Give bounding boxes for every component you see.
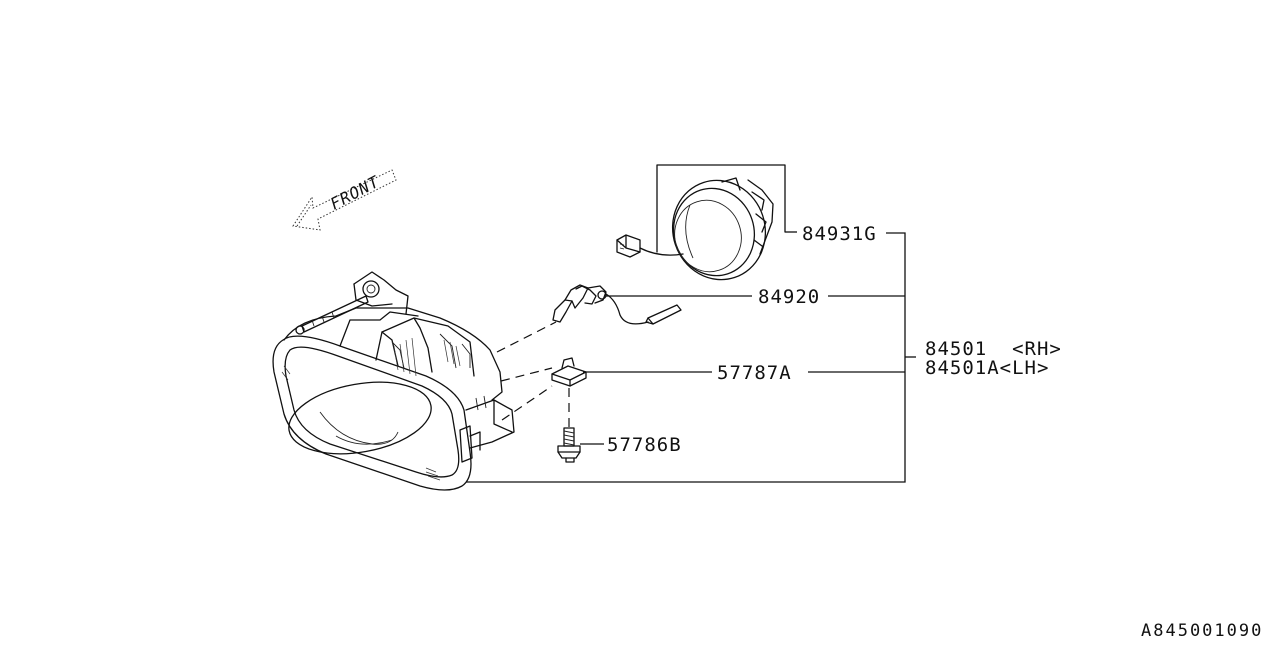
clip[interactable] — [551, 357, 587, 387]
bulb[interactable] — [552, 284, 682, 325]
reference-code: A845001090 — [1141, 621, 1263, 640]
label-84931g: 84931G — [802, 223, 877, 245]
front-label: FRONT — [327, 172, 383, 214]
label-84501a-lh: 84501A<LH> — [925, 357, 1049, 379]
label-84501-rh: 84501 <RH> — [925, 338, 1062, 360]
label-57786b: 57786B — [607, 434, 682, 456]
fog-lamp-assembly[interactable] — [272, 271, 515, 491]
label-84920: 84920 — [758, 286, 820, 308]
leader-lines — [466, 231, 916, 483]
label-57787a: 57787A — [717, 362, 792, 384]
fog-lamp-cover[interactable] — [616, 164, 786, 292]
front-arrow-icon — [292, 169, 397, 231]
screw[interactable] — [557, 427, 581, 463]
assembly-lines — [496, 321, 570, 428]
